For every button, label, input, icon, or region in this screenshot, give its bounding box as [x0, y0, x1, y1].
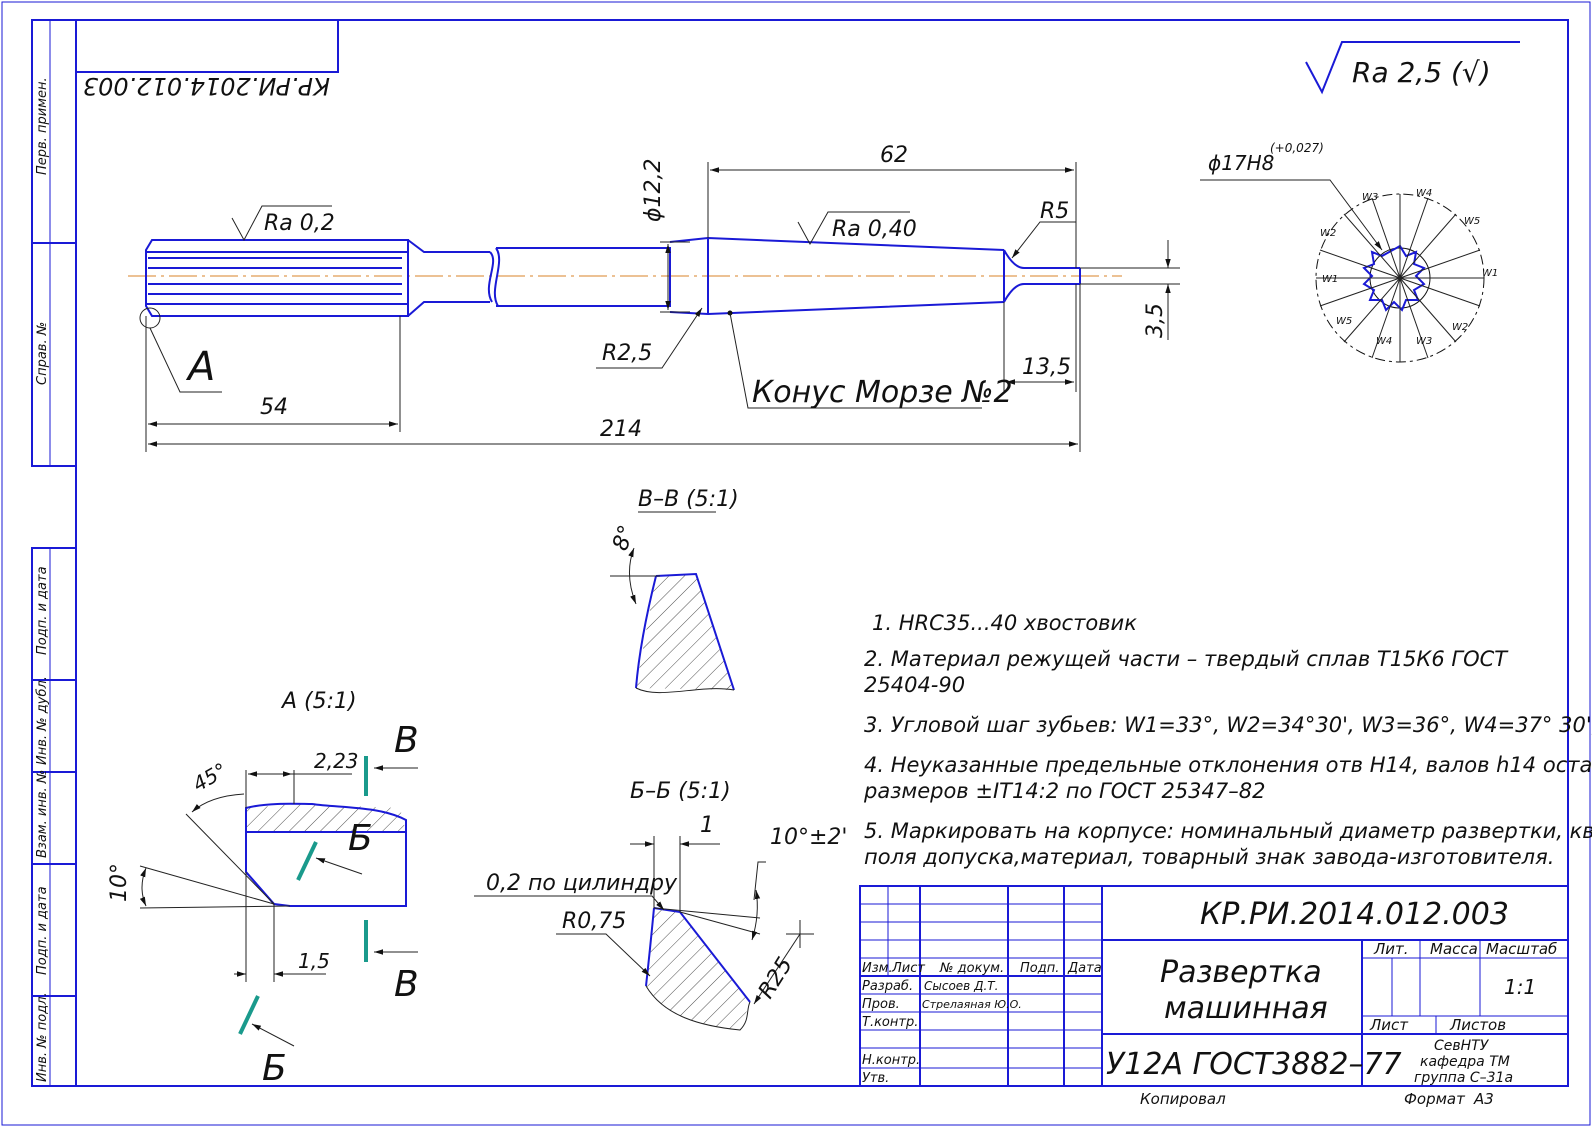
tb-org-3: группа С–31а — [1414, 1070, 1513, 1086]
r25-main: R2,5 — [602, 341, 652, 366]
side-strip: Перв. примен. Справ. № Подп. и дата Инв.… — [31, 19, 77, 1087]
note-5b: поля допуска,материал, товарный знак зав… — [864, 845, 1554, 869]
tb-list: Лист — [1369, 1016, 1409, 1034]
general-roughness-text: Ra 2,5 (√) — [1352, 56, 1491, 89]
dim-54: 54 — [260, 395, 288, 420]
tb-code: КР.РИ.2014.012.003 — [1200, 897, 1509, 932]
r075: R0,75 — [562, 909, 626, 934]
technical-notes: 1. HRC35...40 хвостовик 2. Материал режу… — [863, 611, 1592, 869]
angle-10: 10° — [107, 863, 132, 902]
r5: R5 — [1040, 199, 1069, 224]
mirrored-code-box: КР.РИ.2014.012.003 — [75, 19, 339, 100]
label-v-top: В — [394, 720, 419, 761]
section-vv-title: В–В (5:1) — [638, 487, 739, 512]
dim-135: 13,5 — [1022, 355, 1071, 380]
tb-masshtab: Масштаб — [1486, 940, 1557, 958]
side-label-podp-data-1: Подп. и дата — [35, 566, 50, 655]
mirrored-code: КР.РИ.2014.012.003 — [83, 72, 330, 100]
end-w-2: W4 — [1416, 188, 1432, 199]
label-a: А — [185, 344, 215, 390]
note-4b: размеров ±IT14:2 по ГОСТ 25347–82 — [863, 779, 1265, 803]
tb-scale: 1:1 — [1504, 975, 1536, 999]
section-vv: В–В (5:1) 8° — [608, 487, 739, 694]
tb-name-1: Развертка — [1160, 955, 1322, 990]
note-5a: 5. Маркировать на корпусе: номинальный д… — [864, 819, 1592, 843]
tb-material: У12А ГОСТ3882–77 — [1106, 1047, 1402, 1082]
end-w-10: W2 — [1320, 228, 1336, 239]
tb-col-data: Дата — [1067, 961, 1102, 976]
end-w-6: W3 — [1416, 336, 1432, 347]
note-2a: 2. Материал режущей части – твердый спла… — [864, 647, 1509, 671]
reamer-main-view: А 62 ϕ12,2 Ra 0,2 Ra 0,40 R5 3,5 13,5 — [128, 143, 1180, 452]
angle-45: 45° — [189, 758, 232, 797]
end-w-3: W5 — [1464, 216, 1480, 227]
title-block: КР.РИ.2014.012.003 Развертка машинная У1… — [859, 885, 1569, 1087]
end-w-7: W4 — [1376, 336, 1392, 347]
angle-8: 8° — [608, 522, 640, 554]
side-label-perv-primen: Перв. примен. — [35, 77, 50, 175]
end-w-5: W2 — [1452, 322, 1468, 333]
tb-lit: Лит. — [1373, 940, 1409, 958]
dim-1: 1 — [700, 813, 714, 838]
tb-tkontr: Т.контр. — [862, 1015, 918, 1030]
side-label-inv-podl: Инв. № подл. — [35, 992, 50, 1082]
detail-a-title: А (5:1) — [280, 689, 357, 714]
note-4a: 4. Неуказанные предельные отклонения отв… — [864, 753, 1592, 777]
r25-bb: R25 — [754, 953, 798, 1003]
morse-taper-label: Конус Морзе №2 — [752, 375, 1013, 410]
end-w-1: W3 — [1362, 192, 1378, 203]
section-bb: Б–Б (5:1) 1 10°±2' 0,2 по цилиндру R0,75… — [474, 779, 847, 1031]
dim-62: 62 — [880, 143, 908, 168]
side-label-vzam-inv: Взам. инв. № — [35, 770, 50, 858]
dim-d12: ϕ12,2 — [641, 159, 666, 223]
note-1: 1. HRC35...40 хвостовик — [872, 611, 1137, 635]
footer-kopiroval: Копировал — [1140, 1090, 1226, 1108]
angle-10-2: 10°±2' — [770, 825, 847, 850]
section-bb-title: Б–Б (5:1) — [630, 779, 731, 804]
label-b-bottom: Б — [262, 1048, 287, 1089]
label-v-bottom: В — [394, 964, 419, 1005]
tb-org-2: кафедра ТМ — [1420, 1054, 1510, 1070]
dim-223: 2,23 — [314, 749, 359, 773]
note-3: 3. Угловой шаг зубьев: W1=33°, W2=34°30'… — [864, 713, 1592, 737]
end-w-9: W1 — [1322, 274, 1338, 285]
tb-org-1: СевНТУ — [1434, 1038, 1490, 1054]
tb-col-dokum: № докум. — [939, 961, 1004, 976]
tb-col-izm: Изм. — [862, 961, 893, 976]
tb-prov-name: Стрелаяная Ю.О. — [922, 998, 1022, 1011]
dim-214: 214 — [600, 417, 642, 442]
footer-format: Формат — [1404, 1090, 1466, 1108]
fit-d17: ϕ17H8 — [1208, 151, 1274, 175]
tb-massa: Масса — [1430, 940, 1478, 958]
tb-col-podp: Подп. — [1020, 961, 1059, 976]
note-2b: 25404-90 — [864, 673, 965, 697]
tb-razrab-name: Сысоев Д.Т. — [924, 979, 998, 993]
tb-nkontr: Н.контр. — [862, 1053, 920, 1068]
side-label-inv-dubl: Инв. № дубл. — [35, 676, 50, 765]
side-label-podp-data-2: Подп. и дата — [35, 886, 50, 975]
fit-tolerance: (+0,027) — [1270, 141, 1324, 155]
cylinder-note: 0,2 по цилиндру — [486, 871, 678, 896]
general-roughness: Ra 2,5 (√) — [1305, 41, 1520, 95]
side-label-sprav: Справ. № — [35, 322, 50, 385]
tb-prov: Пров. — [862, 997, 900, 1012]
ra-040: Ra 0,40 — [832, 217, 917, 242]
dim-15: 1,5 — [298, 949, 330, 973]
label-b-inner: Б — [348, 818, 373, 859]
end-w-4: W1 — [1482, 268, 1498, 279]
tb-col-list: Лист — [891, 961, 925, 976]
end-w-8: W5 — [1336, 316, 1352, 327]
tb-listov: Листов — [1449, 1016, 1506, 1034]
detail-a: А (5:1) 45° 2,23 В В Б 10° — [107, 689, 419, 1089]
tb-name-2: машинная — [1164, 991, 1328, 1026]
footer-format-val: А3 — [1473, 1090, 1494, 1108]
tb-utv: Утв. — [862, 1071, 889, 1086]
dim-35: 3,5 — [1143, 303, 1168, 338]
tb-razrab: Разраб. — [862, 979, 913, 994]
reamer-end-view: W3 W4 W5 W1 W2 W3 W4 W5 W1 W2 ϕ17H8 (+0,… — [1200, 141, 1498, 363]
ra-02: Ra 0,2 — [264, 211, 335, 236]
